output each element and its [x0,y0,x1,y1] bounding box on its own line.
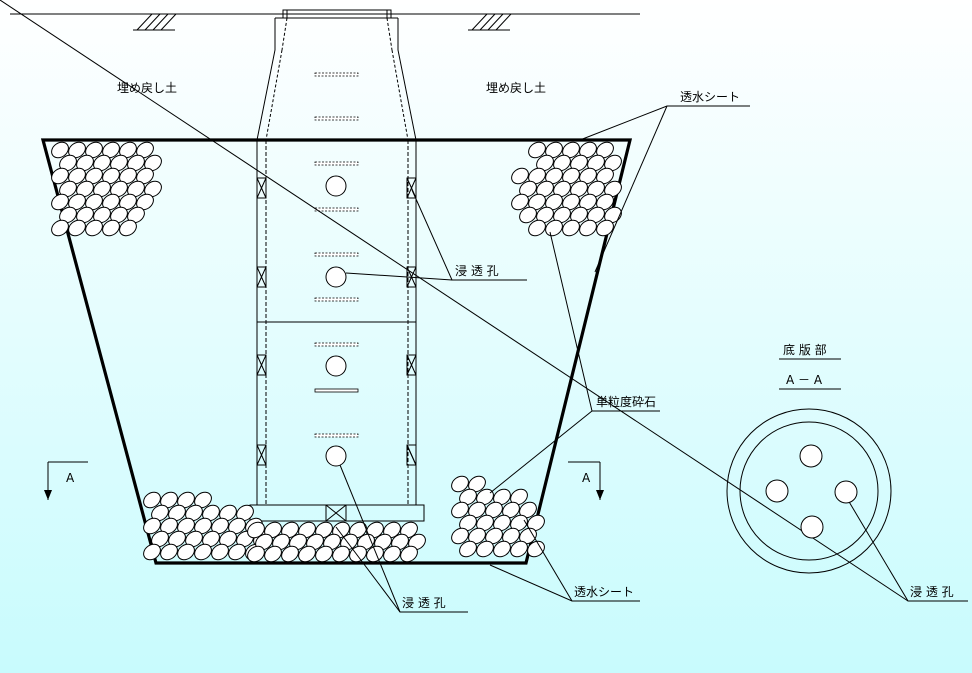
gravel-stone [451,527,469,545]
gravel-stone [143,491,161,509]
permeable-sheet-top-label: 透水シート [680,90,740,104]
gravel-stone [264,545,282,563]
gravel-stone [528,219,546,237]
gravel-stone [511,193,529,211]
ground-hatch-left-icon [133,13,177,31]
section-mark-label: A － A [786,373,823,387]
gravel-stone [143,543,161,561]
permeable-sheet-bottom-label: 透水シート [574,585,634,599]
gravel-stone [143,517,161,535]
gravel-stone [315,545,333,563]
gravel-stone [298,545,316,563]
leader-lines [0,0,968,613]
infiltration-hole-plan-label: 浸 透 孔 [910,585,954,599]
step-slots [314,72,359,438]
infiltration-hole-middle-label: 浸 透 孔 [455,264,499,278]
gravel-stone [510,540,528,558]
gravel-stone [160,543,178,561]
gravel-stone [51,193,69,211]
ground-hatch-right-icon [468,13,512,31]
gravel-stone [247,545,265,563]
gravel-stone [459,540,477,558]
gravel-stones [51,141,622,563]
section-arrow-right-icon [568,461,604,500]
gravel-stone [51,141,69,159]
gravel-stone [68,219,86,237]
gravel-stone [451,501,469,519]
gravel-stone [85,219,103,237]
gravel-stone [511,167,529,185]
gravel-stone [493,540,511,558]
gravel-stone [519,206,537,224]
single-size-gravel-label: 単粒度砕石 [596,394,656,409]
plan-view [726,408,892,574]
section-a-left-label: A [66,471,75,485]
infiltration-hole-bottom-label: 浸 透 孔 [402,596,446,610]
gravel-stone [51,219,69,237]
gravel-stone [228,543,246,561]
gravel-stone [562,219,580,237]
gravel-stone [332,545,350,563]
pit-body [256,139,417,506]
gravel-stone [51,167,69,185]
section-title-label: 底 版 部 [783,342,827,357]
gravel-stone [102,219,120,237]
gravel-stone [194,543,212,561]
gravel-stone [579,219,597,237]
excavation-outline [40,138,633,565]
gravel-stone [545,219,563,237]
gravel-stone [528,141,546,159]
gravel-stone [383,545,401,563]
gravel-stone [400,545,418,563]
gravel-stone [476,540,494,558]
pit-tapered-neck [256,17,417,141]
gravel-stone [281,545,299,563]
backfill-right-label: 埋め戻し土 [486,81,546,95]
section-a-right-label: A [582,471,591,485]
gravel-stone [527,540,545,558]
wall-infiltration-holes [325,175,347,467]
gravel-stone [451,475,469,493]
gravel-stone [596,219,614,237]
gravel-stone [211,543,229,561]
backfill-left-label: 埋め戻し土 [117,81,177,95]
gravel-stone [119,219,137,237]
section-arrow-left-icon [44,461,88,500]
gravel-stone [177,543,195,561]
